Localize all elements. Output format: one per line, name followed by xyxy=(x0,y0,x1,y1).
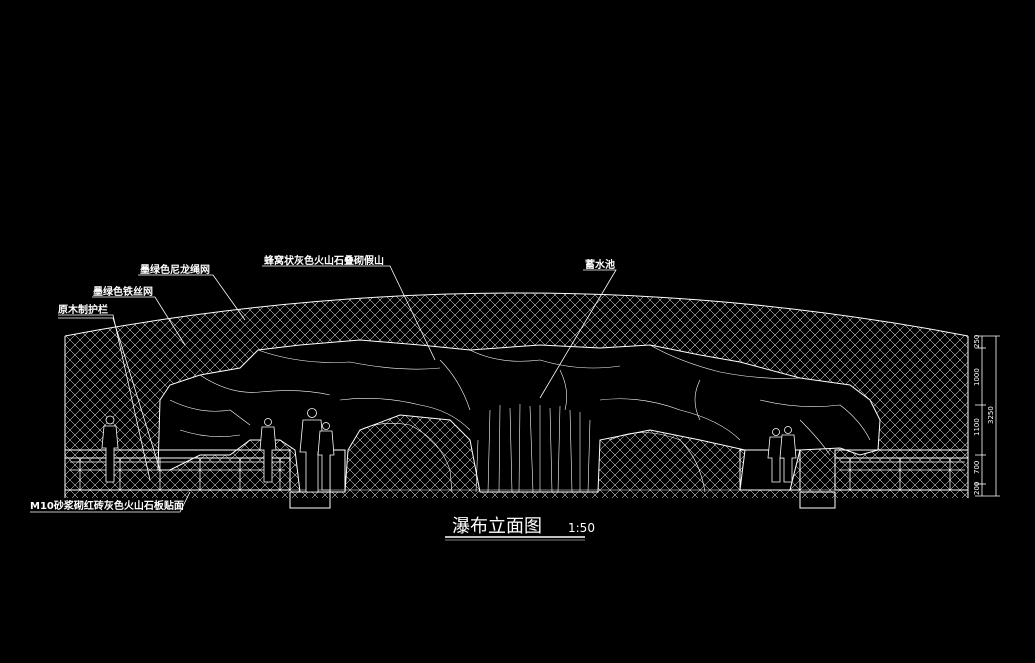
annotations: 墨绿色尼龙绳网 蜂窝状灰色火山石叠砌假山 蓄水池 墨绿色铁丝网 原木制护栏 M1… xyxy=(30,254,615,512)
leader-lines xyxy=(30,265,617,513)
title-text: 瀑布立面图 xyxy=(452,516,542,537)
dim-250: 250 xyxy=(973,335,981,348)
dimension-chain xyxy=(975,335,1000,497)
dim-700: 700 xyxy=(973,461,981,474)
label-pool: 蓄水池 xyxy=(585,258,615,271)
label-rockery: 蜂窝状灰色火山石叠砌假山 xyxy=(264,254,384,267)
rockery xyxy=(157,339,881,493)
label-nylon-net: 墨绿色尼龙绳网 xyxy=(140,263,210,276)
base-platform xyxy=(64,449,969,509)
waterfall xyxy=(475,403,591,493)
dim-total: 3250 xyxy=(987,406,995,424)
label-wire-mesh: 墨绿色铁丝网 xyxy=(93,285,153,298)
label-railing: 原木制护栏 xyxy=(58,303,108,316)
figure-center-3 xyxy=(317,422,335,491)
dimension-values: 250 1000 1100 700 200 3250 xyxy=(973,335,995,495)
figure-center-1 xyxy=(259,418,277,483)
drawing-title: 瀑布立面图 1:50 xyxy=(445,516,595,541)
dim-1000: 1000 xyxy=(973,368,981,386)
label-base-cladding: M10砂浆砌红砖灰色火山石板贴面 xyxy=(30,499,184,512)
figure-center-2 xyxy=(299,408,325,493)
title-scale: 1:50 xyxy=(568,521,595,535)
dim-200: 200 xyxy=(973,482,981,495)
figure-right-1 xyxy=(767,428,785,483)
figure-right-2 xyxy=(779,426,797,483)
figure-left xyxy=(101,415,119,483)
human-figures xyxy=(101,408,797,493)
dim-1100: 1100 xyxy=(973,418,981,436)
